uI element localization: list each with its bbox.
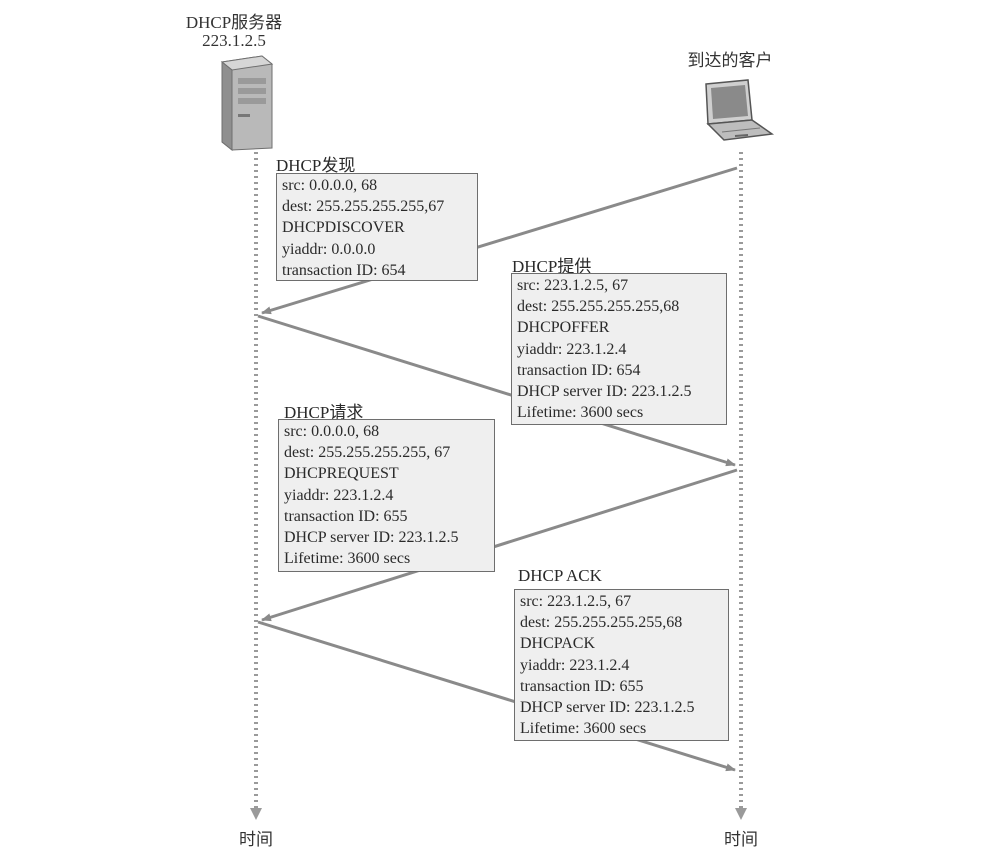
ack-title: DHCP ACK	[518, 566, 602, 585]
offer-line: yiaddr: 223.1.2.4	[517, 340, 627, 358]
ack-line: yiaddr: 223.1.2.4	[520, 656, 630, 674]
request-line: DHCPREQUEST	[284, 465, 399, 483]
offer-line: Lifetime: 3600 secs	[517, 404, 644, 422]
server-ip-label: 223.1.2.5	[202, 31, 266, 50]
laptop-icon	[705, 79, 775, 141]
request-line: yiaddr: 223.1.2.4	[284, 486, 394, 504]
discover-line: dest: 255.255.255.255,67	[282, 198, 445, 216]
ack-line: DHCPACK	[520, 635, 595, 653]
request-line: Lifetime: 3600 secs	[284, 550, 411, 568]
arrow-ack	[257, 620, 736, 772]
discover-title: DHCP发现	[276, 156, 356, 175]
server-tower-icon	[220, 55, 274, 152]
discover-line: DHCPDISCOVER	[282, 219, 405, 237]
offer-line: DHCPOFFER	[517, 319, 610, 337]
server-name-label: DHCP服务器	[185, 13, 283, 32]
offer-line: DHCP server ID: 223.1.2.5	[517, 383, 692, 401]
client-name-label: 到达的客户	[687, 51, 773, 70]
ack-message-box: src: 223.1.2.5, 67 dest: 255.255.255.255…	[514, 589, 729, 741]
client-time-label: 时间	[724, 830, 758, 849]
server-timeline-arrowhead	[250, 808, 262, 820]
arrow-request	[261, 468, 738, 622]
discover-line: yiaddr: 0.0.0.0	[282, 240, 376, 258]
offer-line: dest: 255.255.255.255,68	[517, 298, 680, 316]
client-timeline-arrowhead	[735, 808, 747, 820]
ack-line: Lifetime: 3600 secs	[520, 720, 647, 738]
request-line: src: 0.0.0.0, 68	[284, 423, 380, 440]
discover-message-box: src: 0.0.0.0, 68 dest: 255.255.255.255,6…	[276, 173, 478, 281]
arrow-discover	[261, 166, 738, 315]
arrow-offer	[257, 314, 736, 467]
request-line: transaction ID: 655	[284, 507, 408, 525]
offer-title: DHCP提供	[512, 257, 592, 276]
discover-line: transaction ID: 654	[282, 261, 406, 279]
server-time-label: 时间	[239, 830, 273, 849]
request-message-box: src: 0.0.0.0, 68 dest: 255.255.255.255, …	[278, 419, 495, 572]
offer-message-box: src: 223.1.2.5, 67 dest: 255.255.255.255…	[511, 273, 727, 425]
ack-line: dest: 255.255.255.255,68	[520, 614, 683, 632]
discover-line: src: 0.0.0.0, 68	[282, 177, 378, 194]
ack-line: src: 223.1.2.5, 67	[520, 593, 632, 610]
request-line: DHCP server ID: 223.1.2.5	[284, 529, 459, 547]
ack-line: transaction ID: 655	[520, 677, 644, 695]
ack-line: DHCP server ID: 223.1.2.5	[520, 699, 695, 717]
request-title: DHCP请求	[284, 403, 364, 422]
offer-line: transaction ID: 654	[517, 361, 641, 379]
request-line: dest: 255.255.255.255, 67	[284, 444, 451, 462]
offer-line: src: 223.1.2.5, 67	[517, 277, 629, 294]
